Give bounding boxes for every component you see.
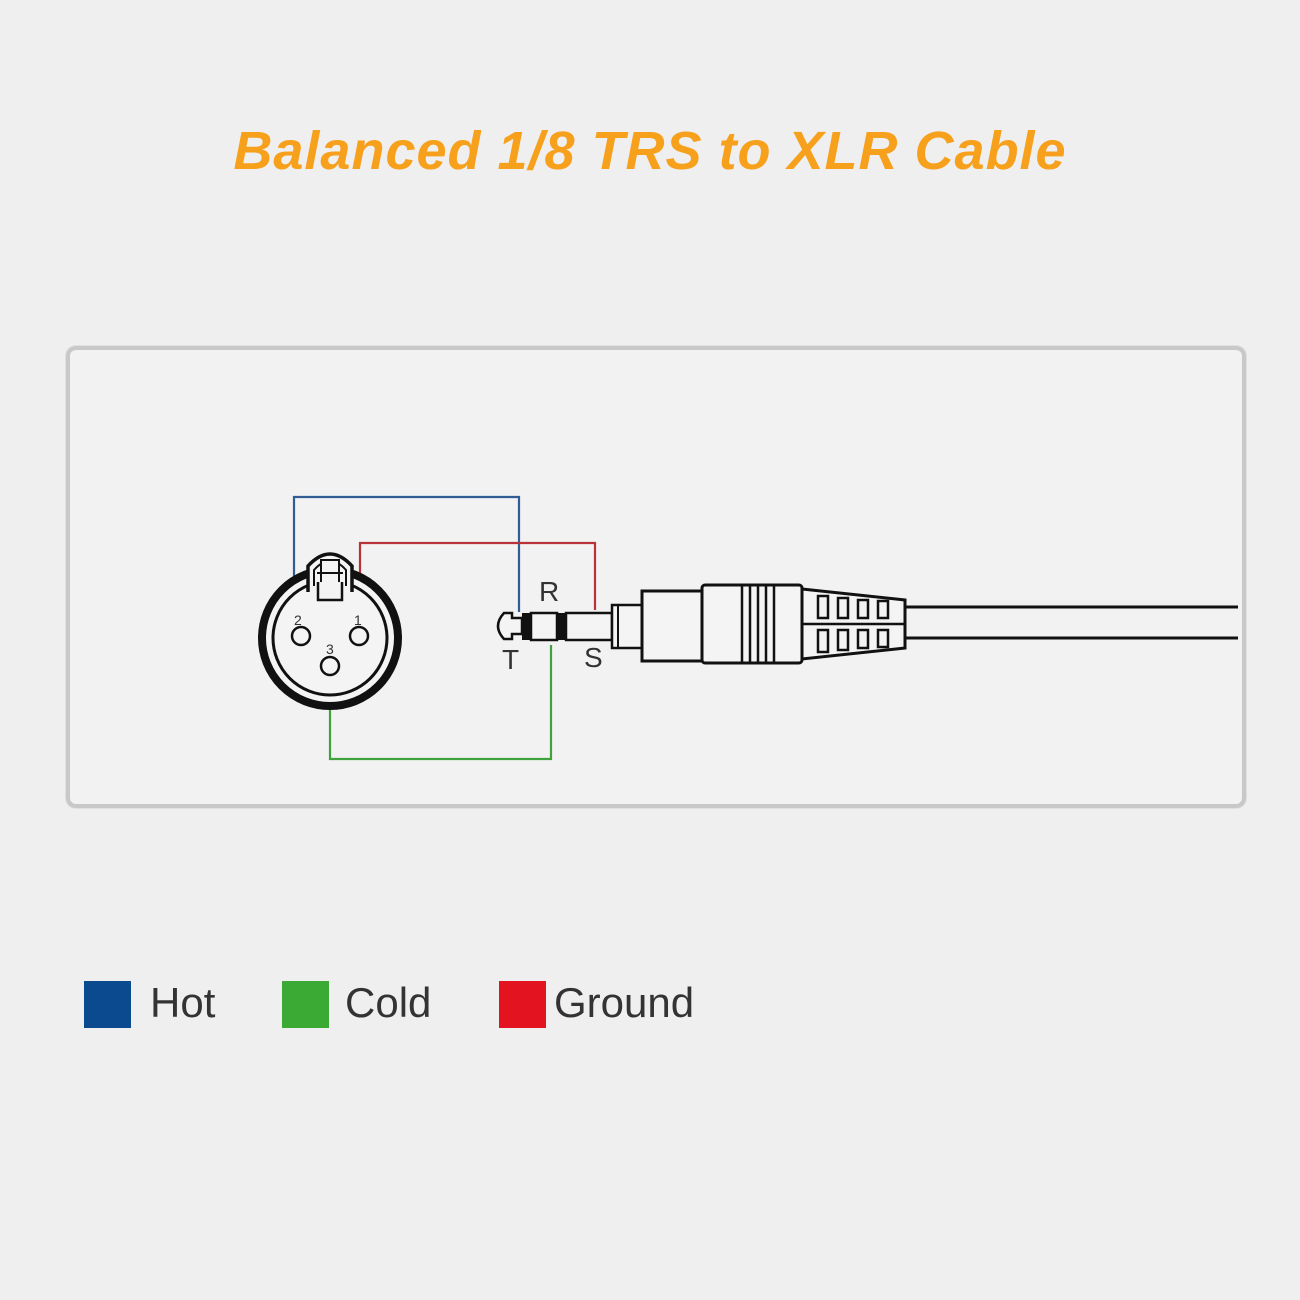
- hot-wire: [292, 495, 521, 612]
- legend-label-cold: Cold: [345, 979, 432, 1026]
- xlr-pin-3-label: 3: [326, 641, 334, 657]
- trs-ring: [529, 611, 559, 642]
- trs-tip-label: T: [502, 644, 519, 675]
- xlr-pin-3: [319, 655, 341, 677]
- cold-swatch: [282, 981, 329, 1028]
- trs-tip: [496, 611, 524, 641]
- legend-label-ground: Ground: [554, 979, 695, 1026]
- ground-wire: [358, 541, 597, 610]
- xlr-connector: 2 1 3: [258, 552, 402, 710]
- diagram-title: Balanced 1/8 TRS to XLR Cable: [233, 121, 1067, 181]
- trs-grip: [700, 583, 804, 665]
- trs-sleeve-label: S: [584, 642, 603, 673]
- trs-plug: R T S: [496, 576, 1238, 675]
- trs-ring-label: R: [539, 576, 559, 607]
- xlr-key: [316, 582, 344, 602]
- hot-swatch: [84, 981, 131, 1028]
- legend-label-hot: Hot: [150, 979, 216, 1026]
- ground-swatch: [499, 981, 546, 1028]
- trs-cable: [905, 605, 1238, 640]
- diagram-panel: [66, 346, 1246, 808]
- trs-sleeve: [564, 611, 614, 642]
- xlr-pin-1: [348, 625, 370, 647]
- trs-body: [640, 589, 704, 663]
- xlr-pin-1-label: 1: [354, 612, 362, 628]
- xlr-pin-2-label: 2: [294, 612, 302, 628]
- xlr-pin-2: [290, 625, 312, 647]
